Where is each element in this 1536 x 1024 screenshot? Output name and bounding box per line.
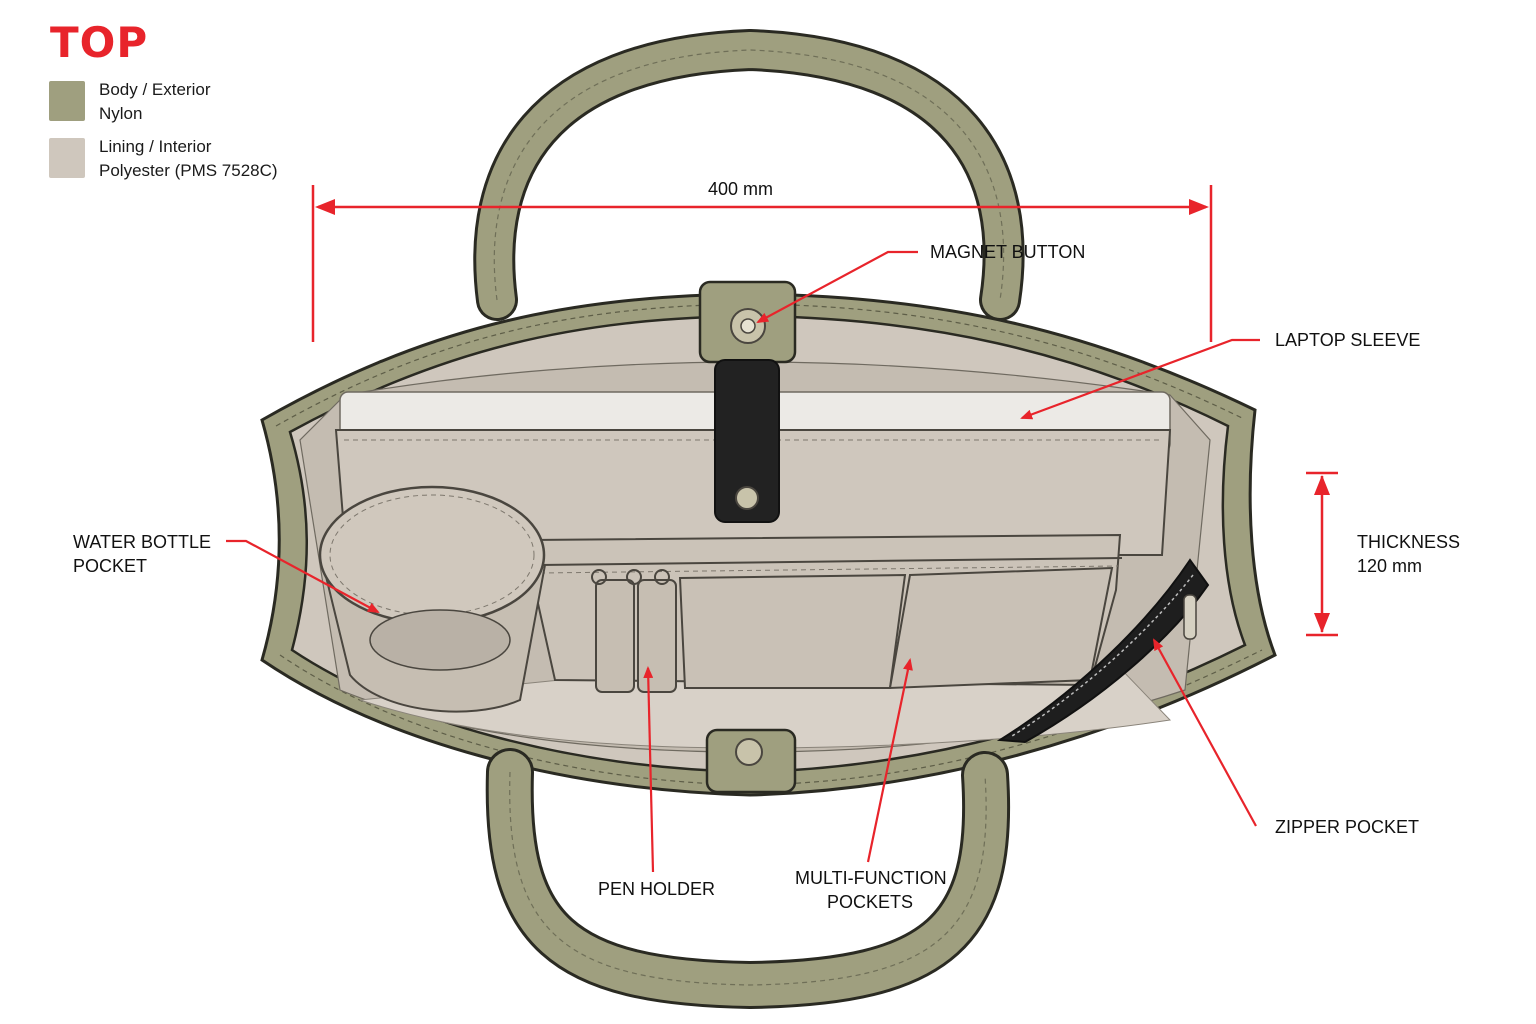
leader-pen-holder — [643, 666, 655, 873]
legend-swatch-lining — [49, 138, 85, 178]
legend-body-material-label: Body / Exterior — [99, 80, 211, 99]
thickness-dimension — [1306, 471, 1338, 637]
legend-swatch-body — [49, 81, 85, 121]
water-bottle-pocket — [318, 485, 547, 713]
callout-zipper-pocket: ZIPPER POCKET — [1275, 817, 1420, 837]
leader-magnet-button — [756, 250, 918, 323]
legend-body-fabric-label: Nylon — [99, 104, 143, 123]
thickness-dimension-label: THICKNESS 120 mm — [1357, 530, 1460, 578]
legend-lining-material-label: Lining / Interior — [99, 137, 212, 156]
water-bottle-label-line1: WATER BOTTLE — [73, 532, 212, 552]
callout-laptop-sleeve: LAPTOP SLEEVE — [1275, 330, 1421, 350]
width-dimension-label: 400 mm — [708, 179, 774, 199]
zipper-pocket — [996, 558, 1210, 744]
callout-water-bottle-pocket: WATER BOTTLE POCKET — [73, 530, 211, 578]
legend-lining-fabric-label: Polyester (PMS 7528C) — [99, 161, 278, 180]
callout-multi-function-pockets: MULTI-FUNCTION POCKETS — [795, 866, 947, 914]
multi-function-pockets — [678, 566, 1114, 690]
legend-item-body: Body / Exterior Nylon — [99, 78, 211, 126]
legend-item-lining: Lining / Interior Polyester (PMS 7528C) — [99, 135, 278, 183]
rear-handle — [473, 28, 1025, 321]
pen-holder-slots — [591, 569, 677, 693]
magnet-receiver-tab — [705, 728, 797, 794]
thickness-label: THICKNESS — [1357, 532, 1461, 552]
magnet-closure-tab — [698, 280, 797, 523]
leader-lines — [226, 250, 1260, 873]
multi-function-label-line1: MULTI-FUNCTION — [795, 868, 947, 888]
callout-pen-holder: PEN HOLDER — [598, 879, 716, 899]
leader-zipper-pocket — [1153, 638, 1257, 827]
front-handle — [485, 748, 1011, 1010]
thickness-value: 120 mm — [1357, 556, 1423, 576]
leader-multi-function — [866, 658, 913, 863]
view-title: TOP — [50, 18, 149, 67]
leader-water-bottle — [226, 539, 380, 613]
water-bottle-label-line2: POCKET — [73, 556, 148, 576]
leader-laptop-sleeve — [1020, 338, 1260, 420]
multi-function-label-line2: POCKETS — [826, 892, 914, 912]
callout-magnet-button: MAGNET BUTTON — [930, 242, 1086, 262]
width-dimension — [311, 185, 1213, 342]
